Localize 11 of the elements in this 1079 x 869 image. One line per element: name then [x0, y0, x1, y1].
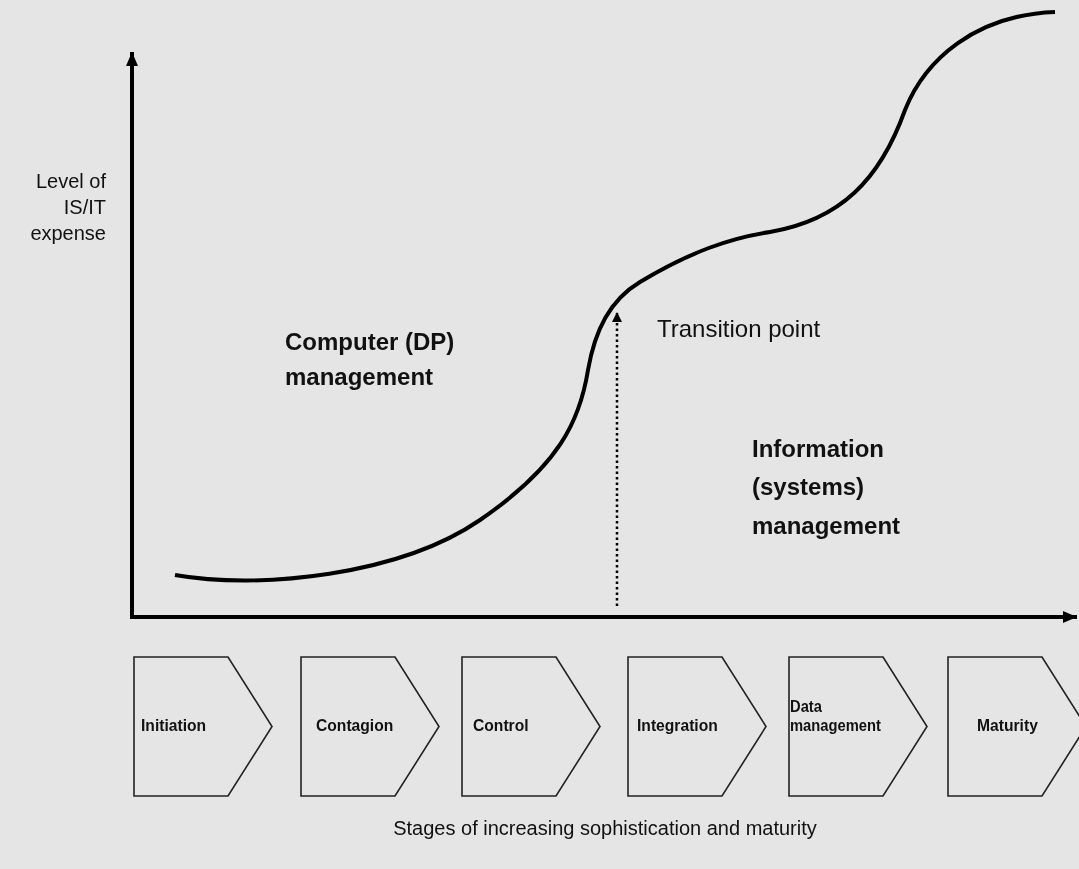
axis-title: Stages of increasing sophistication and maturity	[392, 816, 818, 840]
region-label: Information (systems) management	[752, 434, 902, 541]
stage-label: Contagion	[316, 715, 395, 737]
stage-label: Data management	[790, 696, 882, 736]
axis-title: Level of IS/IT expense	[29, 169, 106, 246]
stage-label: Maturity	[977, 715, 1039, 737]
stage-label: Control	[473, 715, 530, 737]
region-label: Computer (DP) management	[285, 327, 456, 392]
stage-label: Initiation	[141, 715, 208, 737]
stage-label: Integration	[637, 715, 719, 737]
annotation-label: Transition point	[657, 315, 822, 344]
